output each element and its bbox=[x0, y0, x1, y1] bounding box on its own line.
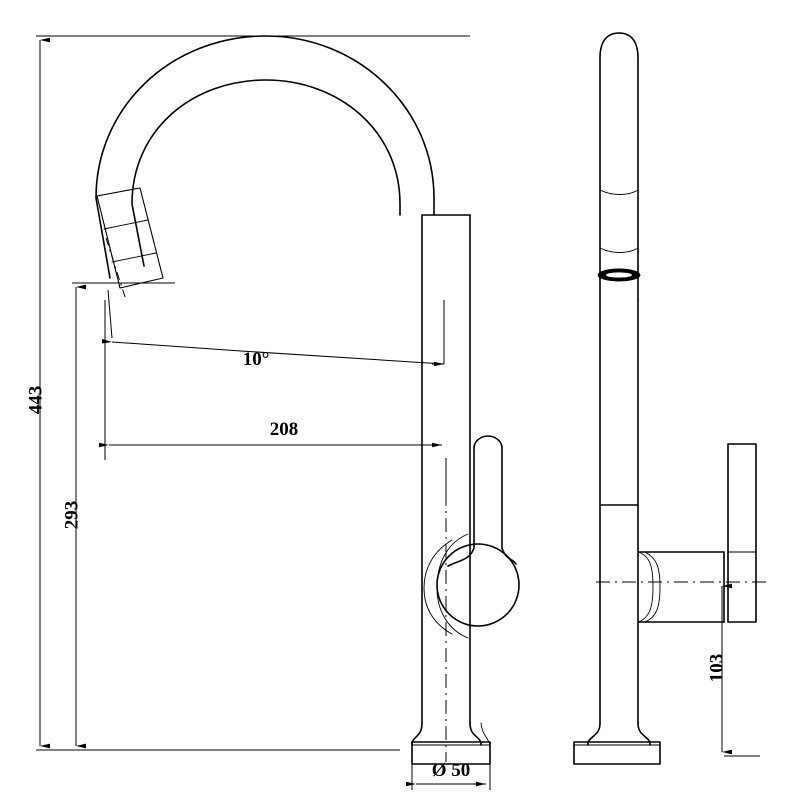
handle-shroud bbox=[423, 533, 469, 639]
side-lever-bar bbox=[727, 443, 757, 623]
dimension-spout-reach: 208 bbox=[99, 300, 447, 492]
dimension-handle-height-label: 103 bbox=[707, 654, 728, 683]
spout-inner-profile bbox=[131, 79, 401, 267]
dimension-outlet-height-label: 293 bbox=[62, 501, 83, 530]
nozzle-centerline bbox=[105, 237, 127, 301]
side-base-flange bbox=[573, 741, 661, 765]
dimension-spout-reach-label: 208 bbox=[270, 419, 299, 440]
dimension-outlet-angle-label: 10° bbox=[243, 349, 270, 370]
side-handle-boss bbox=[637, 551, 725, 623]
dimension-outlet-height: 293 bbox=[62, 282, 175, 749]
base-flare-left-edge bbox=[480, 722, 491, 746]
side-spout-tube bbox=[599, 32, 639, 301]
aerator-outlet-inner bbox=[606, 272, 632, 278]
spout-collar-lower bbox=[599, 247, 639, 253]
dimension-overall-height: 443 bbox=[26, 35, 470, 751]
front-elevation-view bbox=[95, 35, 520, 765]
spout-collar-upper bbox=[599, 189, 639, 195]
dimension-handle-height: 103 bbox=[707, 583, 760, 757]
base-flange bbox=[411, 741, 491, 765]
dimension-outlet-angle: 10° bbox=[101, 289, 445, 370]
dimension-overall-height-label: 443 bbox=[26, 386, 47, 415]
dimension-base-diameter-label: Ø 50 bbox=[432, 760, 471, 781]
side-elevation-view bbox=[573, 32, 770, 765]
dimension-base-diameter: Ø 50 bbox=[406, 760, 491, 790]
spout-outlet-nozzle bbox=[96, 187, 164, 289]
spout-outer-profile bbox=[95, 35, 435, 279]
lever-handle bbox=[436, 435, 520, 627]
aerator-outlet-ring bbox=[597, 268, 641, 282]
